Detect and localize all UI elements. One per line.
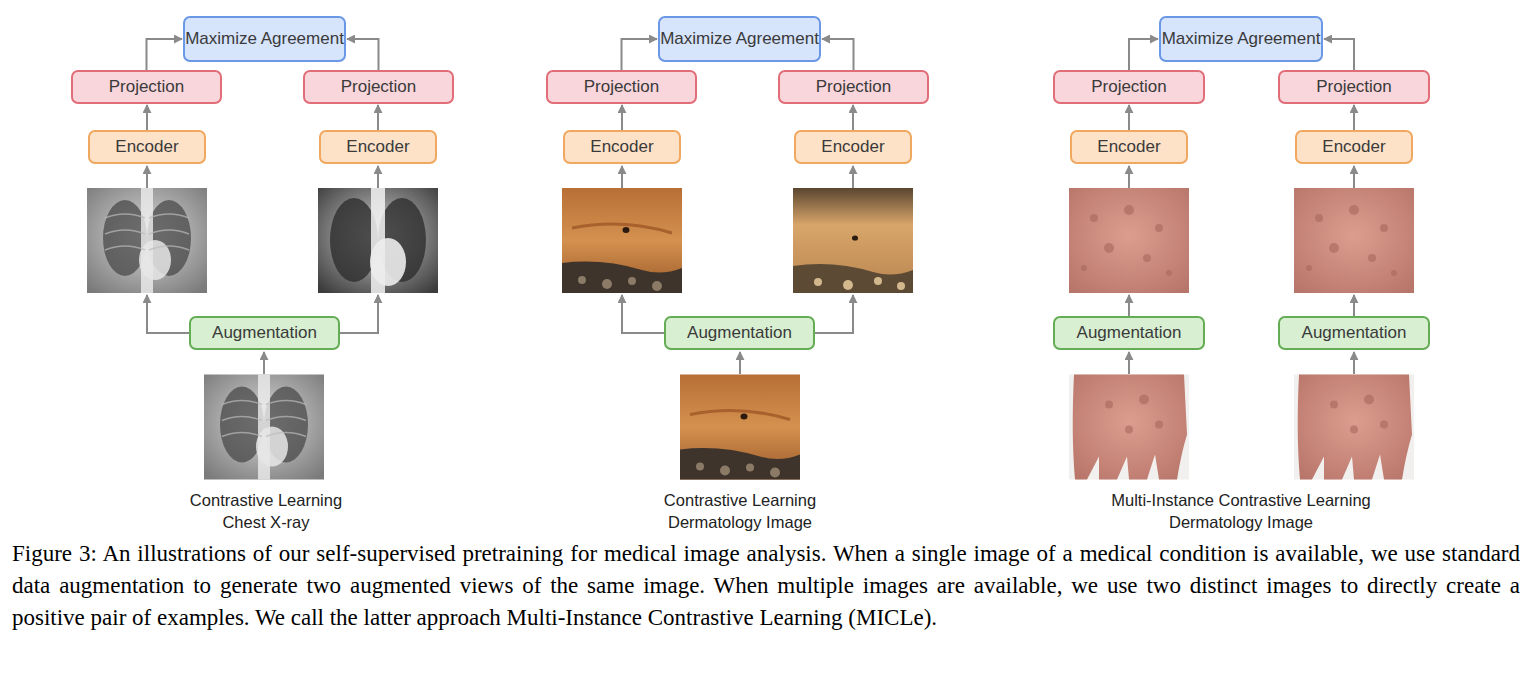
box-label: Encoder: [1097, 138, 1160, 156]
box-label: Projection: [816, 78, 892, 96]
arrow-connector: [1128, 105, 1130, 130]
projection-box: Projection: [778, 70, 929, 104]
augmentation-box: Augmentation: [664, 316, 815, 350]
arrow-connector: [1324, 39, 1354, 70]
arrow-connector: [622, 39, 658, 70]
augmentation-box: Augmentation: [1278, 316, 1430, 350]
arrow-connector: [1353, 105, 1355, 130]
encoder-box: Encoder: [794, 130, 912, 164]
arrow-connector: [347, 39, 379, 70]
xray-image: [318, 188, 438, 293]
panel-caption: Multi-Instance Contrastive Learning: [1031, 490, 1451, 510]
projection-box: Projection: [1278, 70, 1430, 104]
box-label: Maximize Agreement: [185, 30, 344, 48]
encoder-box: Encoder: [1295, 130, 1413, 164]
arrow-connector: [147, 39, 183, 70]
augmentation-box: Augmentation: [1053, 316, 1205, 350]
panel-caption: Dermatology Image: [530, 512, 950, 532]
projection-box: Projection: [546, 70, 697, 104]
hand-image: [1069, 188, 1189, 293]
box-label: Maximize Agreement: [1162, 30, 1321, 48]
box-label: Encoder: [115, 138, 178, 156]
figure-caption: Figure 3: An illustrations of our self-s…: [12, 538, 1520, 634]
hand-image: [1294, 188, 1414, 293]
box-label: Projection: [584, 78, 660, 96]
encoder-box: Encoder: [1070, 130, 1188, 164]
box-label: Encoder: [590, 138, 653, 156]
box-label: Augmentation: [1077, 324, 1182, 342]
box-label: Projection: [1091, 78, 1167, 96]
hand-image: [1294, 375, 1414, 480]
encoder-box: Encoder: [88, 130, 206, 164]
box-label: Projection: [1316, 78, 1392, 96]
xray-image: [204, 375, 324, 480]
objective-box: Maximize Agreement: [658, 16, 821, 62]
box-label: Projection: [341, 78, 417, 96]
arrow-connector: [852, 105, 854, 130]
projection-box: Projection: [71, 70, 222, 104]
projection-box: Projection: [1053, 70, 1205, 104]
encoder-box: Encoder: [319, 130, 437, 164]
xray-image: [87, 188, 207, 293]
box-label: Augmentation: [212, 324, 317, 342]
box-label: Encoder: [346, 138, 409, 156]
box-label: Encoder: [821, 138, 884, 156]
arrow-connector: [377, 105, 379, 130]
box-label: Projection: [109, 78, 185, 96]
box-label: Augmentation: [687, 324, 792, 342]
augmentation-box: Augmentation: [189, 316, 340, 350]
objective-box: Maximize Agreement: [183, 16, 346, 62]
projection-box: Projection: [303, 70, 454, 104]
skin-image: [793, 188, 913, 293]
objective-box: Maximize Agreement: [1159, 16, 1323, 62]
encoder-box: Encoder: [563, 130, 681, 164]
skin-image: [562, 188, 682, 293]
box-label: Encoder: [1322, 138, 1385, 156]
panel-caption: Contrastive Learning: [530, 490, 950, 510]
box-label: Augmentation: [1302, 324, 1407, 342]
box-label: Maximize Agreement: [660, 30, 819, 48]
image-arrows: [147, 166, 1354, 374]
panel-caption: Contrastive Learning: [56, 490, 476, 510]
skin-image: [680, 375, 800, 480]
hand-image: [1069, 375, 1189, 480]
arrow-connector: [822, 39, 854, 70]
arrow-connector: [146, 105, 148, 130]
panel-caption: Dermatology Image: [1031, 512, 1451, 532]
arrow-connector: [621, 105, 623, 130]
arrow-connector: [1129, 39, 1158, 70]
panel-caption: Chest X-ray: [56, 512, 476, 532]
